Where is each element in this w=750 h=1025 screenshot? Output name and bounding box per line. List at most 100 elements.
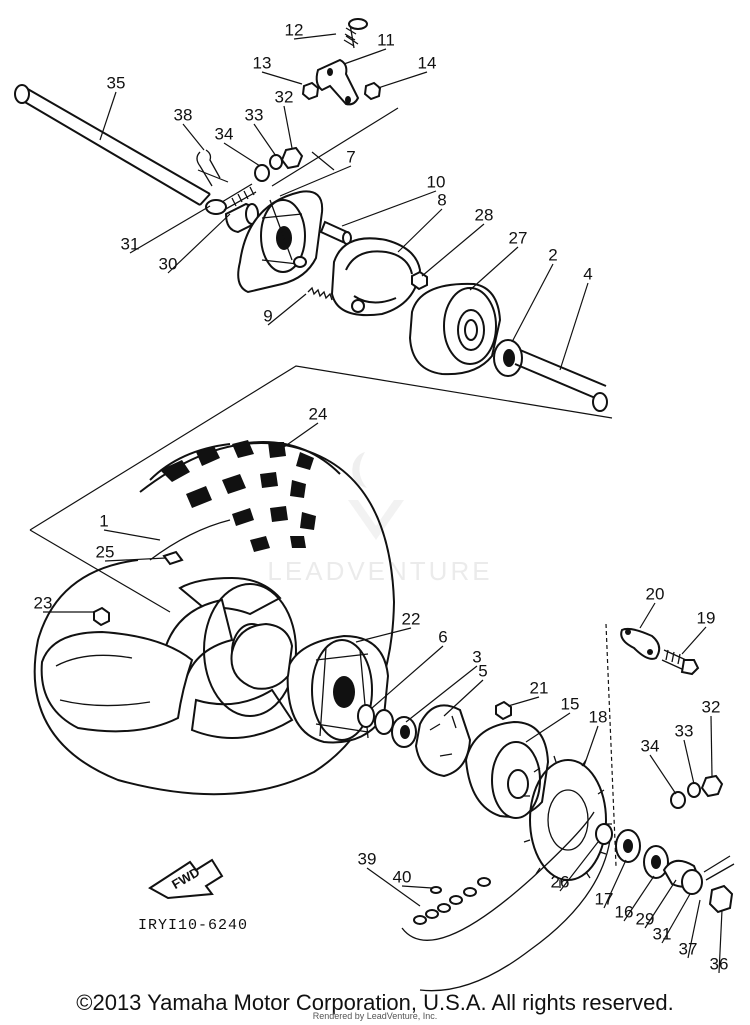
inner-hub-drawing bbox=[230, 622, 294, 690]
leader-line bbox=[507, 696, 540, 707]
part-number-label: 2 bbox=[548, 245, 557, 264]
leader-line bbox=[377, 71, 428, 89]
lower-bearing-drawing bbox=[374, 709, 417, 748]
rim-nut-drawing bbox=[93, 606, 110, 627]
part-number-label: 15 bbox=[561, 694, 580, 713]
part-number-label: 32 bbox=[702, 697, 721, 716]
spring-drawing bbox=[307, 286, 333, 301]
part-number-label: 30 bbox=[159, 254, 178, 273]
leader-line bbox=[366, 867, 421, 907]
cam-shaft-drawing bbox=[319, 220, 352, 245]
leader-line bbox=[421, 223, 485, 277]
leader-line bbox=[683, 739, 695, 785]
leader-line bbox=[341, 190, 437, 227]
part-number-label: 32 bbox=[275, 87, 294, 106]
hub-drawing bbox=[286, 634, 390, 744]
part-number-label: 33 bbox=[245, 105, 264, 124]
leader-line bbox=[223, 142, 261, 167]
leader-line bbox=[182, 123, 205, 151]
wheel-assembly-line bbox=[29, 365, 613, 613]
watermark: LEADVENTURE bbox=[267, 452, 492, 586]
part-number-label: 10 bbox=[427, 172, 446, 191]
leader-line bbox=[279, 165, 352, 197]
part-number-label: 31 bbox=[121, 234, 140, 253]
part-number-label: 38 bbox=[174, 105, 193, 124]
part-number-label: 39 bbox=[358, 849, 377, 868]
leader-line bbox=[710, 715, 713, 777]
part-number-label: 13 bbox=[253, 53, 272, 72]
part-number-label: 33 bbox=[675, 721, 694, 740]
part-number-label: 19 bbox=[697, 608, 716, 627]
leader-line bbox=[273, 422, 319, 455]
part-number-label: 14 bbox=[418, 53, 437, 72]
brake-drum-drawing bbox=[408, 282, 502, 376]
damper-detail bbox=[429, 715, 457, 757]
part-number-label: 40 bbox=[393, 867, 412, 886]
part-number-label: 25 bbox=[96, 542, 115, 561]
leader-line bbox=[469, 246, 519, 291]
part-number-label: 31 bbox=[653, 924, 672, 943]
part-number-label: 26 bbox=[551, 872, 570, 891]
rim-half-detail bbox=[55, 654, 151, 707]
plate-and-bolt-drawing bbox=[620, 627, 700, 676]
leader-line bbox=[167, 213, 231, 274]
cotter-pin-drawing bbox=[196, 149, 221, 187]
part-number-label: 20 bbox=[646, 584, 665, 603]
axle-drawing bbox=[14, 84, 211, 206]
seal-drawing bbox=[357, 704, 375, 728]
right-side-stack-drawing bbox=[595, 823, 735, 914]
leader-line bbox=[104, 557, 167, 562]
leader-line bbox=[371, 645, 444, 709]
part-number-label: 5 bbox=[478, 661, 487, 680]
watermark-text: LEADVENTURE bbox=[267, 556, 492, 586]
leader-line bbox=[661, 893, 691, 944]
leader-line bbox=[443, 679, 484, 717]
leader-line bbox=[99, 91, 117, 141]
part-number-label: 27 bbox=[509, 228, 528, 247]
bracket-assembly-drawing bbox=[301, 18, 382, 106]
right-assembly-line bbox=[605, 623, 617, 867]
leader-line bbox=[283, 105, 293, 149]
part-number-label: 22 bbox=[402, 609, 421, 628]
tire-drawing bbox=[33, 440, 396, 796]
rendered-by-text: Rendered by LeadVenture, Inc. bbox=[312, 1011, 438, 1021]
part-number-label: 9 bbox=[263, 306, 272, 325]
part-number-label: 3 bbox=[472, 647, 481, 666]
part-number-label: 1 bbox=[99, 511, 108, 530]
brake-panel-drawing bbox=[237, 190, 324, 294]
leader-line bbox=[583, 725, 599, 767]
leader-line bbox=[401, 885, 433, 889]
part-number-label: 12 bbox=[285, 20, 304, 39]
spacer-tube-drawing bbox=[514, 349, 608, 412]
leader-line bbox=[559, 841, 599, 892]
part-number-label: 16 bbox=[615, 902, 634, 921]
rim-half-drawing bbox=[40, 630, 194, 733]
part-number-label: 17 bbox=[595, 889, 614, 908]
leader-line bbox=[511, 263, 554, 343]
leader-line bbox=[253, 123, 277, 157]
part-number-label: 8 bbox=[437, 190, 446, 209]
leader-line bbox=[718, 909, 723, 974]
leader-line bbox=[525, 712, 571, 743]
bolt-and-collar-drawing bbox=[205, 183, 260, 234]
leader-line bbox=[129, 205, 211, 254]
leader-line bbox=[397, 208, 443, 253]
part-number-label: 11 bbox=[377, 30, 395, 49]
brake-shoes-drawing bbox=[330, 237, 422, 317]
leader-line bbox=[405, 665, 478, 723]
leader-line bbox=[639, 602, 656, 629]
part-number-label: 34 bbox=[215, 124, 234, 143]
leader-line bbox=[103, 529, 161, 541]
part-number-label: 4 bbox=[583, 264, 592, 283]
part-number-label: 24 bbox=[309, 404, 328, 423]
fwd-arrow: FWD bbox=[148, 858, 224, 900]
upper-assembly-line bbox=[197, 107, 399, 187]
part-number-label: 29 bbox=[636, 909, 655, 928]
damper-drawing bbox=[414, 704, 472, 778]
valve-drawing bbox=[162, 550, 184, 566]
leader-line bbox=[559, 282, 589, 371]
leader-line bbox=[343, 48, 387, 65]
part-number-label: 21 bbox=[530, 678, 549, 697]
leader-line bbox=[681, 626, 707, 655]
